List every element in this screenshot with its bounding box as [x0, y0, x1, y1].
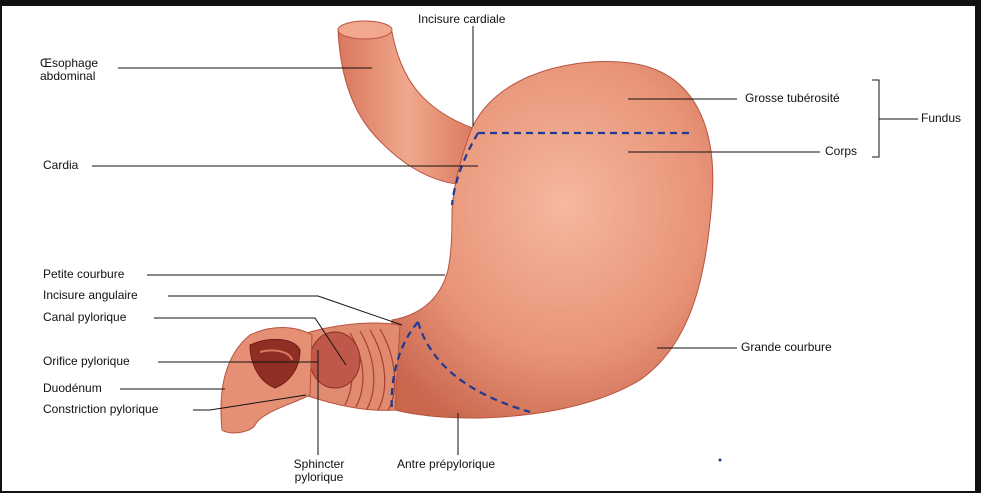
label-cardia: Cardia [43, 159, 78, 172]
label-oesophage: Œsophage abdominal [40, 57, 98, 83]
label-sphincter-line2: pylorique [286, 471, 352, 484]
stray-dot [719, 459, 722, 462]
oesophagus-opening [338, 21, 392, 39]
label-fundus: Fundus [921, 112, 961, 125]
label-constriction-pylorique: Constriction pylorique [43, 403, 158, 416]
label-orifice-pylorique: Orifice pylorique [43, 355, 130, 368]
label-grosse-tuberosite: Grosse tubérosité [745, 92, 840, 105]
label-grande-courbure: Grande courbure [741, 341, 832, 354]
label-canal-pylorique: Canal pylorique [43, 311, 126, 324]
label-oesophage-line2: abdominal [40, 70, 98, 83]
label-antre-prepylorique: Antre prépylorique [397, 458, 495, 471]
label-incisure-cardiale: Incisure cardiale [418, 13, 505, 26]
label-duodenum: Duodénum [43, 382, 102, 395]
label-incisure-angulaire: Incisure angulaire [43, 289, 138, 302]
label-petite-courbure: Petite courbure [43, 268, 124, 281]
label-corps: Corps [825, 145, 857, 158]
label-sphincter-pylorique: Sphincter pylorique [286, 458, 352, 484]
oesophagus-shape [338, 23, 478, 185]
